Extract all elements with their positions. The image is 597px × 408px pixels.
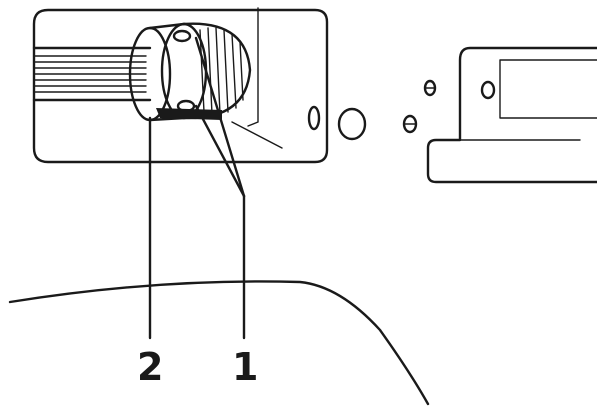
screw-head-upper (423, 79, 437, 97)
set-screw-top (172, 29, 192, 43)
screw-head-lower (402, 114, 418, 134)
body-outline (8, 280, 430, 406)
knurled-knob (156, 22, 252, 120)
mounting-bracket (426, 46, 597, 184)
shaft (32, 46, 152, 102)
housing-plate (32, 8, 329, 164)
screw-slot-housing (307, 105, 321, 131)
bracket-screw (480, 80, 496, 100)
leader-lines-callout-1 (194, 36, 246, 340)
callout-2-label: 2 (137, 345, 163, 389)
callout-1-label: 1 (232, 345, 258, 389)
washer (337, 107, 367, 141)
housing-inner-edge (231, 7, 283, 149)
